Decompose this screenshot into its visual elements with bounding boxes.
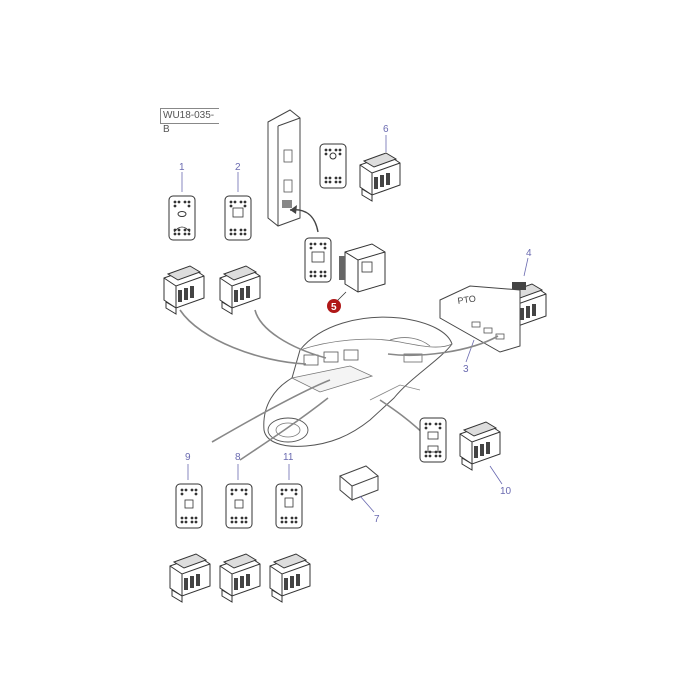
part-6-switch: 6	[319, 124, 401, 202]
part-number-3: 3	[463, 364, 469, 375]
part-10-switch: 10	[419, 417, 512, 497]
part-number-5: 5	[331, 302, 337, 313]
part-number-9: 9	[185, 452, 191, 463]
part-4-switch: 4	[505, 248, 547, 333]
part-number-10: 10	[500, 486, 512, 497]
part-8-switch: 8	[219, 452, 261, 603]
part-number-1: 1	[179, 162, 185, 173]
console-body	[263, 316, 453, 447]
part-2-switch: 2	[219, 162, 261, 315]
part-9-switch: 9	[169, 452, 211, 603]
pto-label: PTO	[457, 294, 477, 306]
part-number-2: 2	[235, 162, 241, 173]
part-number-8: 8	[235, 452, 241, 463]
part-5-switch: 5	[304, 237, 386, 313]
part-number-11: 11	[283, 452, 294, 463]
part-number-6: 6	[383, 124, 389, 135]
part-11-switch: 11	[269, 452, 311, 603]
pillar-panel	[267, 109, 301, 227]
reference-code-label: WU18-035-B	[160, 108, 219, 135]
part-1-switch: 1	[163, 162, 205, 315]
part-number-7: 7	[374, 514, 380, 525]
part-3-pto-panel: PTO 3	[439, 285, 521, 375]
part-7-cover: 7	[339, 465, 380, 525]
part-number-4: 4	[526, 248, 532, 259]
